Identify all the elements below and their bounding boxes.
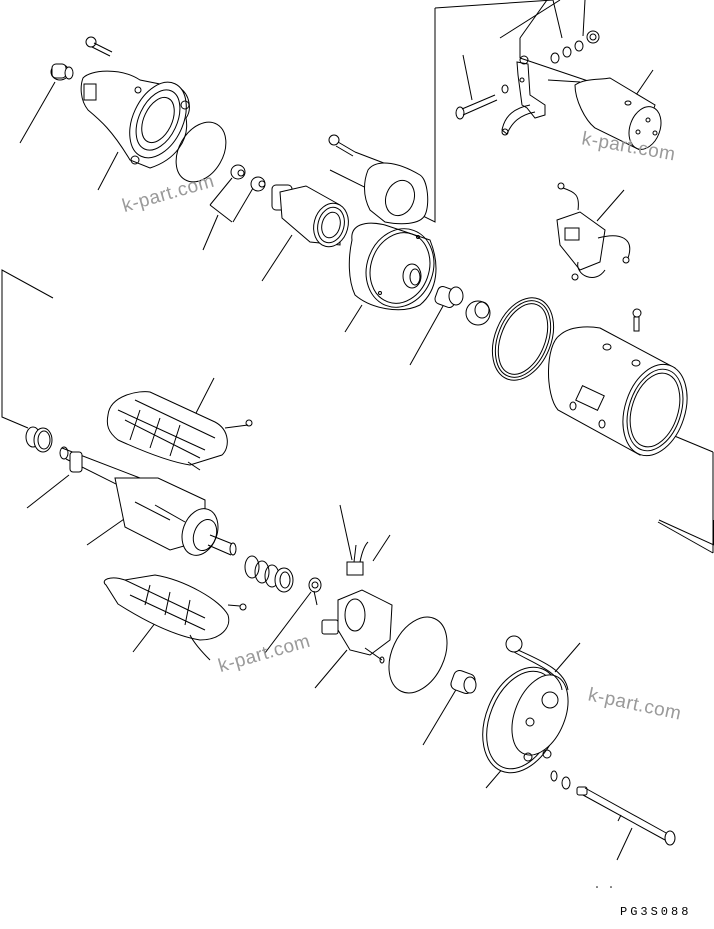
leader-lines <box>1 0 714 861</box>
yoke-part <box>548 326 688 457</box>
bolt-lever-housing-part <box>328 134 403 171</box>
pinion-clutch-part <box>271 184 349 248</box>
bushing-rear-part <box>450 670 477 694</box>
dot-mark <box>610 886 612 888</box>
bolt-front-housing-part <box>85 36 113 57</box>
washers-set-part <box>244 555 294 593</box>
o-ring-yoke-part <box>491 297 555 381</box>
magnetic-switch-part <box>547 77 662 151</box>
pivot-bolt-part <box>455 84 509 120</box>
collar-pair-part <box>230 164 266 192</box>
field-coil-upper-part <box>106 391 253 471</box>
armature-part <box>59 446 237 556</box>
washer-nut-set-part <box>550 30 600 64</box>
shift-lever-part <box>501 55 546 136</box>
washer-armature-part <box>25 426 53 453</box>
o-ring-rear-part <box>388 616 448 694</box>
bushing-front-part <box>50 63 74 81</box>
field-coil-lower-part <box>103 574 247 661</box>
screw-yoke-part <box>632 308 642 332</box>
relay-harness-part <box>556 182 631 281</box>
rear-cover-part <box>482 635 569 774</box>
dot-mark <box>596 886 598 888</box>
brush-part <box>346 541 369 576</box>
bushing-gear-part <box>434 286 464 308</box>
bearing-part <box>465 300 491 326</box>
spring-part <box>308 577 322 606</box>
front-housing-part <box>80 70 190 169</box>
gear-housing-part <box>348 162 437 311</box>
drawing-code: PG3S088 <box>620 905 692 919</box>
washers-rear-part <box>550 770 571 790</box>
through-bolt-part <box>576 786 676 846</box>
brush-holder-part <box>321 589 393 664</box>
o-ring-front-part <box>175 121 227 183</box>
